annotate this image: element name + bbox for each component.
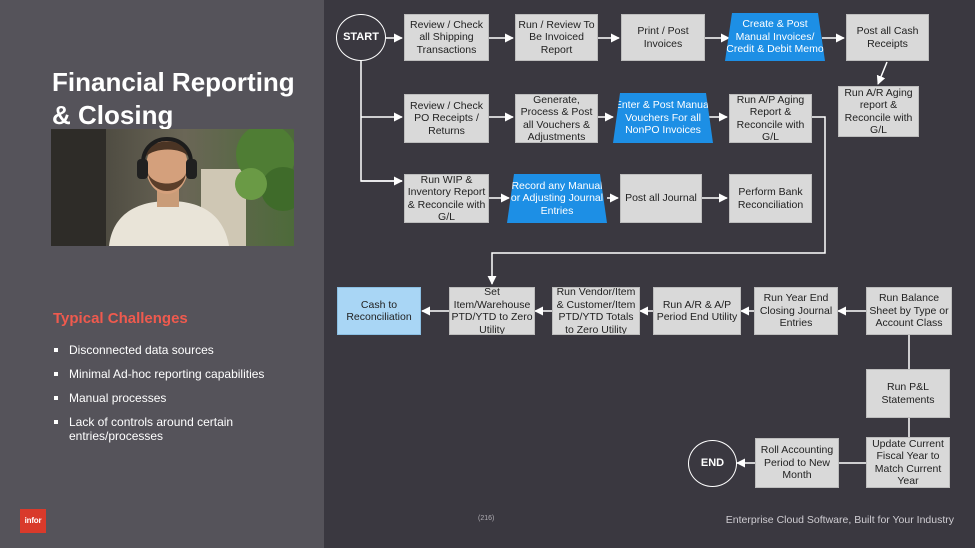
cash-to-reconciliation-step: Cash to Reconciliation <box>337 287 421 335</box>
roll-period-step: Roll Accounting Period to New Month <box>755 438 839 488</box>
review-shipping-step: Review / Check all Shipping Transactions <box>404 14 489 61</box>
page-title: Financial Reporting & Closing <box>52 67 295 130</box>
connector <box>876 61 888 85</box>
start-node: START <box>336 14 386 61</box>
update-fiscal-year-step: Update Current Fiscal Year to Match Curr… <box>866 437 950 488</box>
review-po-receipts-step: Review / Check PO Receipts / Returns <box>404 94 489 143</box>
challenges-list: Disconnected data sources Minimal Ad-hoc… <box>53 343 293 453</box>
balance-sheet-step: Run Balance Sheet by Type or Account Cla… <box>866 287 952 335</box>
end-node: END <box>688 440 737 487</box>
manual-invoices-step: Create & Post Manual Invoices/ Credit & … <box>725 13 825 61</box>
person-with-headphones-photo <box>51 129 294 246</box>
bank-reconciliation-step: Perform Bank Reconciliation <box>729 174 812 223</box>
post-cash-receipts-step: Post all Cash Receipts <box>846 14 929 61</box>
challenge-item: Lack of controls around certain entries/… <box>53 415 293 443</box>
run-to-be-invoiced-step: Run / Review To Be Invoiced Report <box>515 14 598 61</box>
connector <box>487 116 826 285</box>
post-journal-step: Post all Journal <box>620 174 702 223</box>
pl-statements-step: Run P&L Statements <box>866 369 950 418</box>
connector <box>360 61 402 182</box>
period-end-utility-step: Run A/R & A/P Period End Utility <box>653 287 741 335</box>
generate-vouchers-step: Generate, Process & Post all Vouchers & … <box>515 94 598 143</box>
infor-logo: infor <box>20 509 46 533</box>
ap-aging-step: Run A/P Aging Report & Reconcile with G/… <box>729 94 812 143</box>
footer-tagline: Enterprise Cloud Software, Built for You… <box>725 514 954 526</box>
year-end-closing-step: Run Year End Closing Journal Entries <box>754 287 838 335</box>
manual-journal-step: Record any Manual or Adjusting Journal E… <box>507 174 607 223</box>
wip-inventory-step: Run WIP & Inventory Report & Reconcile w… <box>404 174 489 223</box>
manual-vouchers-step: Enter & Post Manual Vouchers For all Non… <box>613 93 713 143</box>
page-number: (216) <box>478 515 495 522</box>
print-post-invoices-step: Print / Post Invoices <box>621 14 705 61</box>
left-panel: Financial Reporting & Closing <box>0 0 324 548</box>
challenge-item: Minimal Ad-hoc reporting capabilities <box>53 367 293 381</box>
challenge-item: Disconnected data sources <box>53 343 293 357</box>
vendor-item-totals-step: Run Vendor/Item & Customer/Item PTD/YTD … <box>552 287 640 335</box>
ar-aging-step: Run A/R Aging report & Reconcile with G/… <box>838 86 919 137</box>
challenge-item: Manual processes <box>53 391 293 405</box>
set-item-warehouse-step: Set Item/Warehouse PTD/YTD to Zero Utili… <box>449 287 535 335</box>
challenges-heading: Typical Challenges <box>53 310 188 327</box>
